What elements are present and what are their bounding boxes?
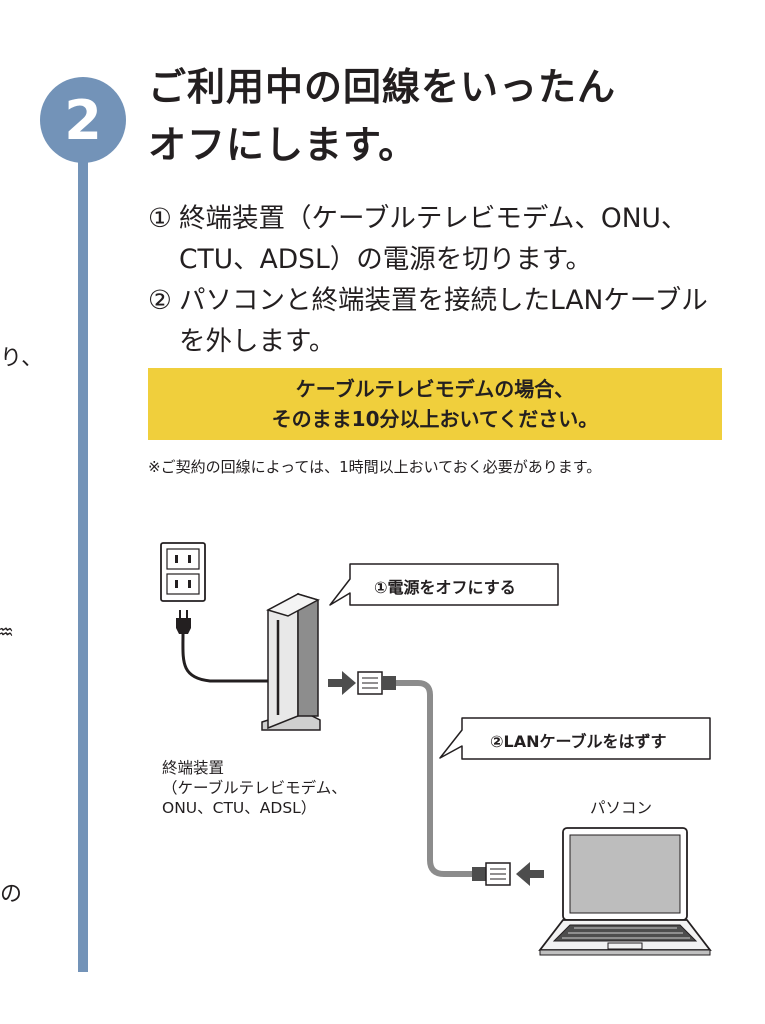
step-title: ご利用中の回線をいったん オフにします。	[148, 58, 748, 174]
instruction-text-2: パソコンと終端装置を接続したLANケーブル を外します。	[179, 280, 748, 362]
lan-connector-device-icon	[357, 671, 396, 695]
edge-fragment-2: の	[0, 882, 23, 907]
step-title-line-1: ご利用中の回線をいったん	[148, 65, 617, 109]
step-timeline-bar	[78, 140, 88, 972]
terminal-device-icon	[261, 592, 321, 731]
callout-lan-text: ②LANケーブルをはずす	[490, 732, 667, 751]
instruction-2-line-1: パソコンと終端装置を接続したLANケーブル	[179, 285, 708, 316]
notice-line-1: ケーブルテレビモデムの場合、	[295, 377, 575, 401]
instruction-list: ① 終端装置（ケーブルテレビモデム、ONU、 CTU、ADSL）の電源を切ります…	[148, 198, 748, 362]
instruction-number-2: ②	[148, 285, 172, 316]
callout-power-text: ①電源をオフにする	[374, 578, 516, 597]
step-number-badge: 2	[40, 77, 126, 163]
connection-diagram: ①電源をオフにする ②LANケーブルをはずす 終端装置 （ケーブルテレビモデム、…	[150, 530, 740, 970]
edge-fragment-mark: ♒	[0, 620, 14, 644]
power-plug-icon	[176, 610, 268, 683]
step-title-line-2: オフにします。	[148, 123, 418, 167]
footnote: ※ご契約の回線によっては、1時間以上おいておく必要があります。	[148, 458, 602, 476]
instruction-item-2: ② パソコンと終端装置を接続したLANケーブル を外します。	[148, 280, 748, 362]
lan-connector-pc-icon	[472, 862, 511, 886]
instruction-1-line-1: 終端装置（ケーブルテレビモデム、ONU、	[179, 203, 688, 234]
pc-label: パソコン	[590, 799, 653, 817]
instruction-text-1: 終端装置（ケーブルテレビモデム、ONU、 CTU、ADSL）の電源を切ります。	[179, 198, 748, 280]
diagram-artwork	[160, 542, 712, 956]
instruction-2-line-2: を外します。	[179, 326, 336, 357]
terminal-label-line-3: ONU、CTU、ADSL）	[162, 799, 317, 817]
notice-line-2: そのまま10分以上おいてください。	[271, 407, 599, 431]
lan-cable	[396, 680, 472, 877]
laptop-pc-icon	[538, 827, 712, 956]
instruction-1-line-2: CTU、ADSL）の電源を切ります。	[179, 244, 593, 275]
wall-outlet-icon	[160, 542, 206, 602]
instruction-item-1: ① 終端装置（ケーブルテレビモデム、ONU、 CTU、ADSL）の電源を切ります…	[148, 198, 748, 280]
arrow-unplug-device-icon	[328, 671, 356, 695]
terminal-label-line-1: 終端装置	[162, 759, 225, 777]
callout-power-bubble	[329, 563, 559, 606]
instruction-number-1: ①	[148, 203, 172, 234]
terminal-device-label: 終端装置 （ケーブルテレビモデム、 ONU、CTU、ADSL）	[162, 758, 347, 818]
callout-lan-bubble	[439, 717, 711, 760]
notice-banner: ケーブルテレビモデムの場合、 そのまま10分以上おいてください。	[148, 368, 722, 440]
terminal-label-line-2: （ケーブルテレビモデム、	[162, 779, 347, 797]
edge-fragment-1: り、	[0, 346, 44, 371]
arrow-unplug-pc-icon	[516, 862, 544, 886]
